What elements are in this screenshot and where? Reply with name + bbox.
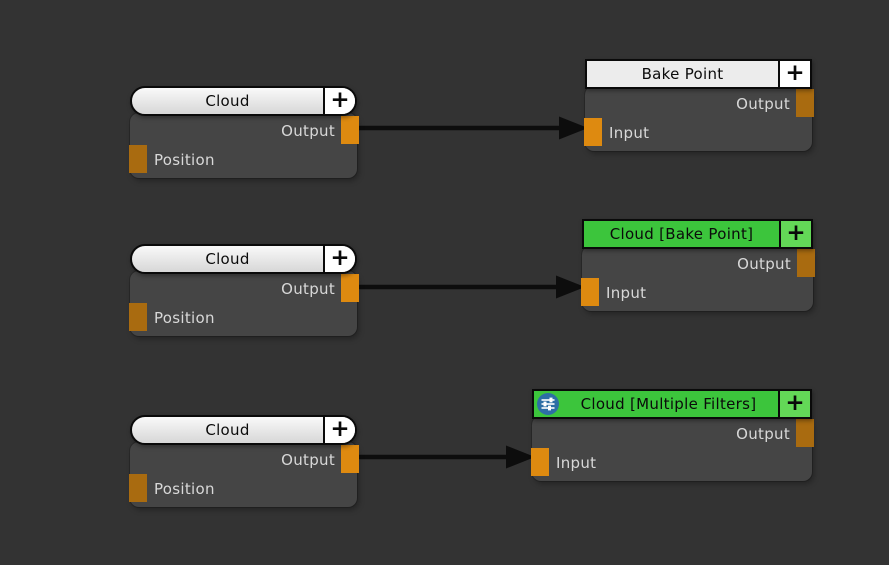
socket-row-output: Output: [130, 445, 359, 474]
connection-wire[interactable]: [359, 445, 535, 469]
socket-row-position: Position: [129, 145, 357, 174]
node-body: Output Position: [129, 113, 359, 178]
filters-icon: [534, 391, 559, 417]
socket-row-output: Output: [532, 419, 814, 448]
add-button[interactable]: +: [323, 417, 355, 443]
output-label: Output: [737, 254, 791, 273]
position-socket[interactable]: [129, 145, 147, 173]
socket-row-output: Output: [585, 89, 814, 118]
input-label: Input: [606, 283, 647, 302]
connection-wire[interactable]: [359, 116, 588, 140]
node-cloud-multiple-filters[interactable]: Cloud [Multiple Filters] + Output Input: [531, 389, 814, 481]
socket-row-input: Input: [531, 448, 812, 477]
input-socket[interactable]: [584, 118, 602, 146]
node-body: Output Input: [584, 86, 814, 151]
node-body: Output Position: [129, 271, 359, 336]
socket-row-output: Output: [582, 249, 815, 278]
node-header[interactable]: Cloud [Multiple Filters] +: [532, 389, 812, 419]
add-button[interactable]: +: [779, 221, 811, 247]
output-socket[interactable]: [796, 419, 814, 447]
output-socket[interactable]: [797, 249, 815, 277]
position-socket[interactable]: [129, 474, 147, 502]
output-socket[interactable]: [341, 445, 359, 473]
output-socket[interactable]: [341, 116, 359, 144]
output-label: Output: [736, 94, 790, 113]
node-title: Cloud: [205, 92, 250, 110]
node-header[interactable]: Cloud [Bake Point] +: [582, 219, 813, 249]
input-label: Input: [609, 123, 650, 142]
add-button[interactable]: +: [323, 88, 355, 114]
node-bake-point[interactable]: Bake Point + Output Input: [584, 59, 814, 151]
node-title: Cloud: [205, 421, 250, 439]
socket-row-position: Position: [129, 303, 357, 332]
input-socket[interactable]: [581, 278, 599, 306]
socket-row-input: Input: [581, 278, 813, 307]
node-cloud-3[interactable]: Cloud + Output Position: [129, 415, 359, 507]
node-header[interactable]: Cloud +: [130, 244, 357, 274]
node-title: Cloud [Multiple Filters]: [580, 395, 757, 413]
node-cloud-1[interactable]: Cloud + Output Position: [129, 86, 359, 178]
output-label: Output: [281, 279, 335, 298]
add-button[interactable]: +: [323, 246, 355, 272]
connection-wire[interactable]: [359, 275, 585, 299]
position-label: Position: [154, 150, 215, 169]
input-label: Input: [556, 453, 597, 472]
node-title: Bake Point: [641, 65, 724, 83]
node-body: Output Position: [129, 442, 359, 507]
node-header[interactable]: Cloud +: [130, 415, 357, 445]
position-label: Position: [154, 479, 215, 498]
node-header[interactable]: Bake Point +: [585, 59, 812, 89]
output-label: Output: [281, 450, 335, 469]
output-socket[interactable]: [341, 274, 359, 302]
node-title: Cloud [Bake Point]: [609, 225, 754, 243]
socket-row-position: Position: [129, 474, 357, 503]
output-socket[interactable]: [796, 89, 814, 117]
input-socket[interactable]: [531, 448, 549, 476]
output-label: Output: [281, 121, 335, 140]
add-button[interactable]: +: [778, 61, 810, 87]
add-button[interactable]: +: [778, 391, 810, 417]
position-label: Position: [154, 308, 215, 327]
socket-row-output: Output: [130, 116, 359, 145]
node-body: Output Input: [581, 246, 815, 311]
node-cloud-2[interactable]: Cloud + Output Position: [129, 244, 359, 336]
node-header[interactable]: Cloud +: [130, 86, 357, 116]
node-title: Cloud: [205, 250, 250, 268]
position-socket[interactable]: [129, 303, 147, 331]
node-body: Output Input: [531, 416, 814, 481]
node-cloud-bake-point[interactable]: Cloud [Bake Point] + Output Input: [581, 219, 815, 311]
socket-row-input: Input: [584, 118, 812, 147]
socket-row-output: Output: [130, 274, 359, 303]
output-label: Output: [736, 424, 790, 443]
